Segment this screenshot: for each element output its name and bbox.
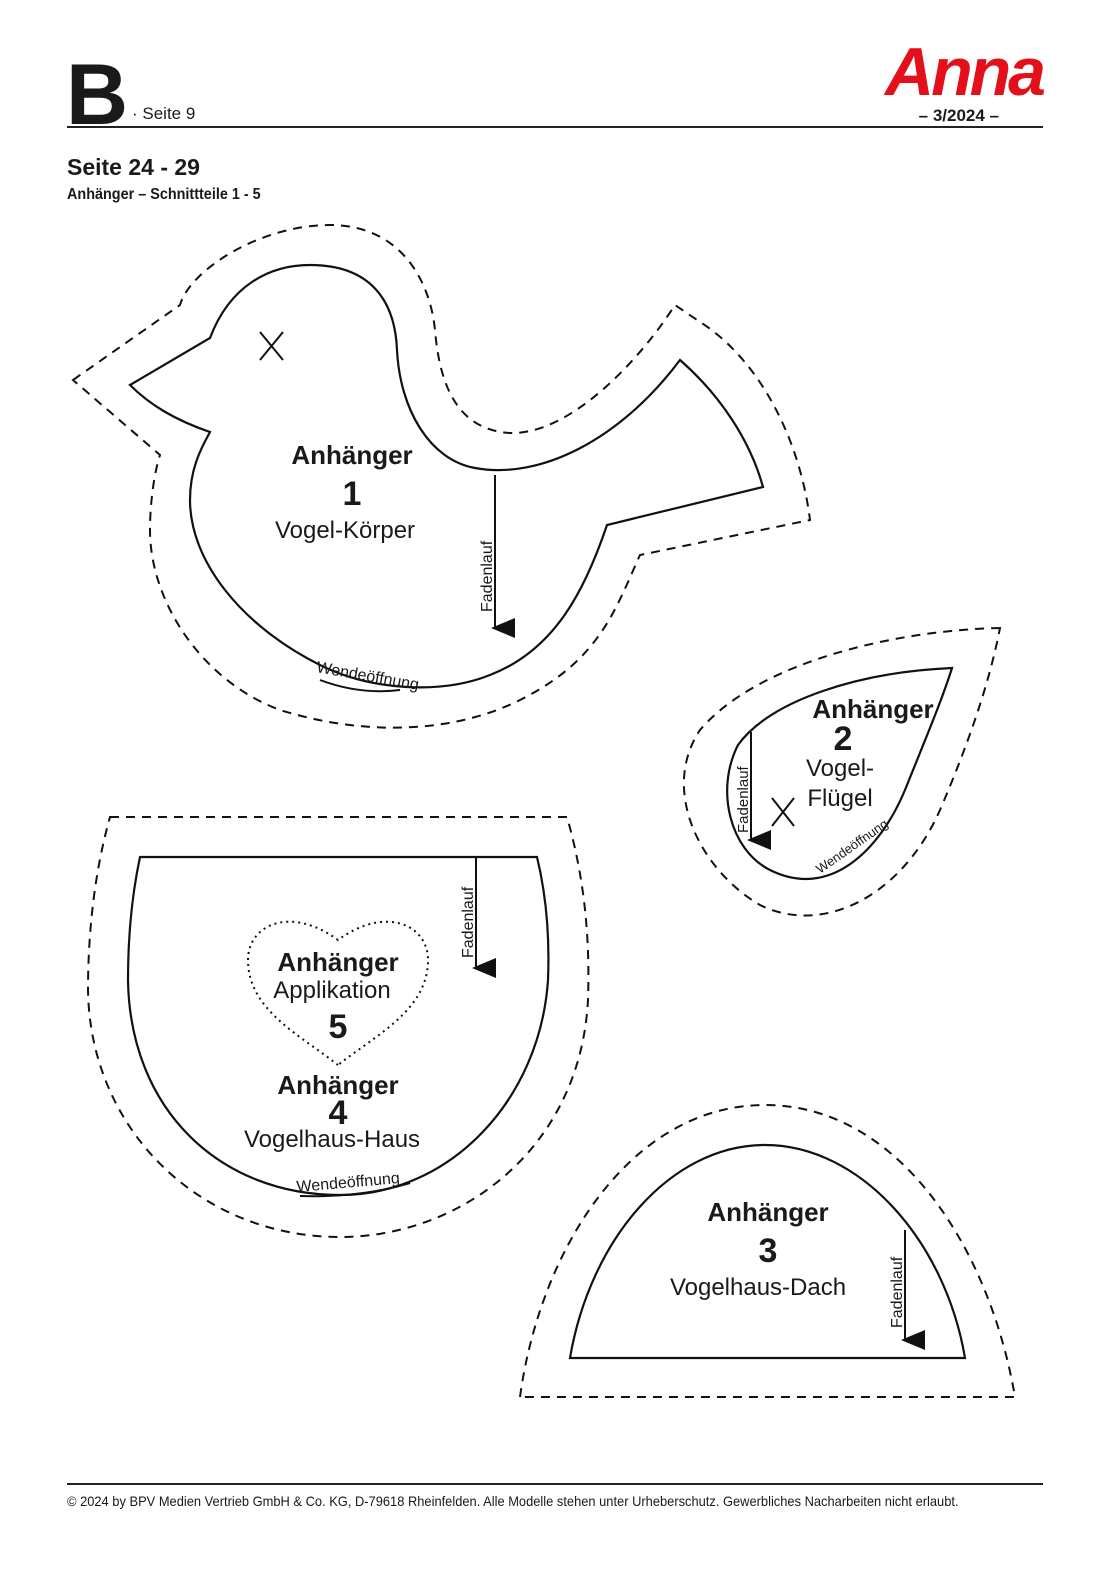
opening-label: Wendeöffnung <box>315 659 420 694</box>
placement-mark-icon <box>259 331 284 361</box>
piece-number: 4 <box>329 1094 348 1132</box>
piece-name: Flügel <box>807 785 872 812</box>
brand-logo: Anna <box>885 34 1046 110</box>
page-subtitle: Anhänger – Schnittteile 1 - 5 <box>67 186 261 203</box>
piece-label: Anhänger <box>812 694 933 724</box>
piece-2-bird-wing: Fadenlauf Anhänger 2 Vogel- Flügel Wende… <box>683 626 1002 917</box>
section-letter: B <box>66 47 128 143</box>
page-title: Seite 24 - 29 <box>67 154 200 180</box>
piece-number: 1 <box>343 475 362 513</box>
piece-name: Vogelhaus-Dach <box>670 1274 846 1301</box>
piece-number: 3 <box>759 1232 778 1270</box>
piece-name: Vogel- <box>806 755 874 782</box>
opening-label: Wendeöffnung <box>296 1170 401 1196</box>
grain-label: Fadenlauf <box>479 540 496 612</box>
placement-mark-icon <box>771 797 795 827</box>
piece-number: 5 <box>329 1008 348 1046</box>
piece-label: Anhänger <box>277 947 398 977</box>
piece-3-birdhouse-roof: Fadenlauf Anhänger 3 Vogelhaus-Dach <box>518 1103 1017 1398</box>
header-divider <box>67 126 1043 128</box>
piece-1-bird-body: Fadenlauf Anhänger 1 Vogel-Körper Wendeö… <box>71 223 812 729</box>
piece-5-applique-heart <box>246 920 430 1067</box>
grain-label: Fadenlauf <box>460 886 477 958</box>
grain-label: Fadenlauf <box>889 1256 906 1328</box>
piece-4-birdhouse-house: Fadenlauf Anhänger Applikation 5 Anhänge… <box>86 816 590 1239</box>
page-number: · Seite 9 <box>132 104 196 123</box>
opening-label: Wendeöffnung <box>813 816 890 877</box>
piece-label: Anhänger <box>707 1197 828 1227</box>
piece-sublabel: Applikation <box>273 977 390 1004</box>
footer-divider <box>67 1483 1043 1485</box>
piece-name: Vogelhaus-Haus <box>244 1126 420 1153</box>
piece-label: Anhänger <box>291 440 412 470</box>
copyright-footer: © 2024 by BPV Medien Vertrieb GmbH & Co.… <box>67 1493 959 1509</box>
piece-number: 2 <box>834 720 853 758</box>
grain-label: Fadenlauf <box>735 765 752 833</box>
piece-label: Anhänger <box>277 1070 398 1100</box>
issue-number: – 3/2024 – <box>918 106 999 125</box>
piece-name: Vogel-Körper <box>275 517 415 544</box>
